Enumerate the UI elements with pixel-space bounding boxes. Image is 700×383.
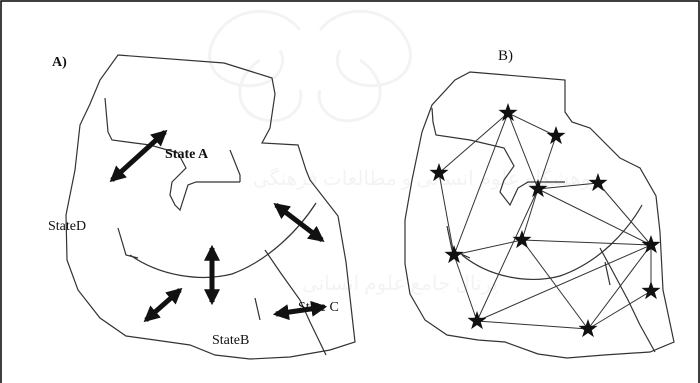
star-node-icon — [467, 311, 487, 330]
edge — [507, 112, 557, 137]
edge — [587, 290, 652, 330]
edge — [438, 172, 455, 256]
state-a-border-cut — [229, 149, 241, 182]
region-separator-1 — [117, 227, 139, 259]
star-node-icon — [528, 179, 548, 198]
edge — [597, 182, 652, 246]
star-node-icon — [641, 281, 661, 300]
transition-arrows — [109, 129, 328, 323]
star-node-icon — [546, 126, 566, 145]
watermark-text-2: پرتال جامع علوم انسانی — [302, 273, 498, 295]
edge — [453, 254, 478, 322]
edge — [507, 112, 539, 190]
panel-b-label: B) — [498, 48, 513, 64]
panel-b-inner-4 — [599, 247, 656, 353]
edge — [521, 239, 589, 330]
star-node-icon — [498, 103, 518, 122]
panel-a-label: A) — [52, 55, 67, 70]
panel-b-inner-5 — [604, 261, 611, 286]
arrow-right — [273, 203, 325, 242]
network-edges — [438, 112, 652, 330]
region-separator-4 — [254, 297, 261, 321]
panel-a-boundary — [65, 54, 356, 360]
panel-a: A) State A StateD State C StateB — [48, 54, 356, 360]
region-separator-3 — [264, 249, 327, 356]
panel-b: B) — [404, 48, 675, 359]
star-node-icon — [444, 245, 464, 264]
label-state-b: StateB — [212, 333, 249, 348]
watermark-ornament — [208, 9, 412, 123]
arrow-lower-left — [143, 287, 183, 323]
edge — [537, 182, 599, 190]
watermark-text-1: پژوهشگاه علوم انسانی و مطالعات فرهنگی — [253, 167, 607, 190]
star-node-icon — [429, 163, 449, 182]
star-node-icon — [641, 235, 661, 254]
panel-b-inner-3 — [461, 204, 643, 280]
label-state-a: State A — [165, 147, 209, 162]
edge — [537, 188, 652, 246]
edge — [453, 239, 523, 256]
edge — [476, 244, 652, 322]
star-node-icon — [578, 319, 598, 338]
arrow-state-c — [272, 300, 328, 321]
edge — [521, 188, 539, 241]
panel-b-inner-1 — [431, 107, 565, 207]
edge — [587, 244, 652, 330]
label-state-d: StateD — [48, 219, 86, 234]
edge — [453, 112, 509, 256]
edge — [537, 135, 557, 190]
star-node-icon — [512, 230, 532, 249]
arrow-state-a — [109, 129, 168, 183]
edge — [476, 320, 589, 330]
edge — [438, 112, 509, 174]
label-state-c: State C — [298, 300, 339, 315]
panel-b-inner-2 — [446, 225, 471, 259]
edge — [476, 188, 539, 322]
edge — [521, 239, 652, 246]
panel-b-boundary — [404, 71, 675, 359]
star-node-icon — [588, 173, 608, 192]
network-nodes — [429, 103, 661, 338]
